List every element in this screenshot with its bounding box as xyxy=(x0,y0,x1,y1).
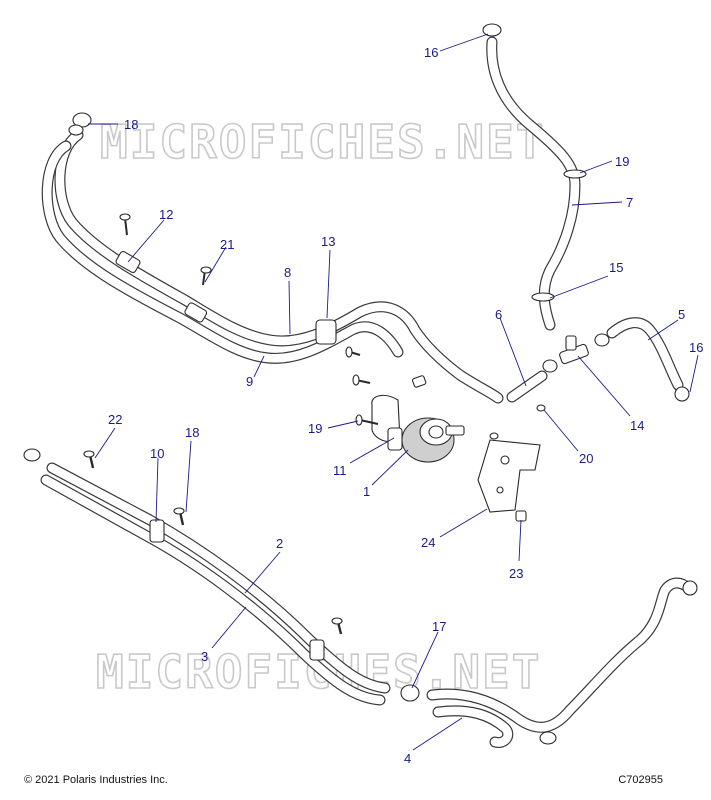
callout-4: 4 xyxy=(404,751,411,766)
pump-bracket-11 xyxy=(387,427,403,451)
copyright-text: © 2021 Polaris Industries Inc. xyxy=(24,774,168,786)
callout-8: 8 xyxy=(284,265,291,280)
hose-assembly-upper xyxy=(41,112,504,404)
callout-17: 17 xyxy=(432,619,446,634)
callout-23: 23 xyxy=(509,566,523,581)
callout-10: 10 xyxy=(150,446,164,461)
callout-5: 5 xyxy=(678,307,685,322)
callout-11: 11 xyxy=(333,463,347,478)
callout-1: 1 xyxy=(363,484,370,499)
hose-clamp-15 xyxy=(531,292,555,302)
callout-7: 7 xyxy=(626,195,633,210)
hose-assembly-lower xyxy=(23,448,420,706)
hose-clamp-18-top-b xyxy=(68,124,84,136)
watermark-top: MICROFICHES.NET xyxy=(100,115,545,169)
hose-clamp-17 xyxy=(400,684,420,702)
figure-code: C702955 xyxy=(618,774,663,786)
fastener-20 xyxy=(536,404,546,412)
screw-upper-left xyxy=(119,213,131,236)
hose-clamp-4-bottom xyxy=(539,731,557,745)
callout-12: 12 xyxy=(159,207,173,222)
callout-18-lower: 18 xyxy=(185,425,199,440)
fastener-bracket-top xyxy=(489,432,499,440)
callout-6: 6 xyxy=(495,307,502,322)
screw-pump-top xyxy=(352,374,371,386)
hose-4 xyxy=(426,577,698,748)
screw-21 xyxy=(200,266,212,286)
hose-clamp-lower-left xyxy=(23,448,41,462)
hose-clamp-13 xyxy=(315,319,337,345)
callout-19-top: 19 xyxy=(615,154,629,169)
callout-16-top: 16 xyxy=(424,45,438,60)
screw-pump-upper xyxy=(345,346,361,358)
hose-5 xyxy=(606,317,690,402)
callout-20: 20 xyxy=(579,451,593,466)
callout-21: 21 xyxy=(220,237,234,252)
hose-clamp-16-right xyxy=(674,386,690,402)
hose-clamp-16-top xyxy=(482,23,502,37)
screw-18-lower xyxy=(173,507,185,526)
callout-2: 2 xyxy=(276,536,283,551)
hose-7 xyxy=(482,23,587,331)
pump-assembly xyxy=(345,346,465,463)
callout-19-left: 19 xyxy=(308,421,322,436)
screw-19-left xyxy=(355,414,379,426)
callout-9: 9 xyxy=(246,374,253,389)
callout-13: 13 xyxy=(321,234,335,249)
leader-lines xyxy=(88,33,699,751)
callout-3: 3 xyxy=(201,649,208,664)
screw-22 xyxy=(83,450,95,469)
callout-18-top: 18 xyxy=(124,117,138,132)
callout-16-right: 16 xyxy=(689,340,703,355)
callout-15: 15 xyxy=(609,260,623,275)
callout-labels: 16 18 19 7 12 21 13 8 15 6 5 16 9 14 19 … xyxy=(108,45,703,766)
bracket-24 xyxy=(477,404,546,522)
hose-clamp-4-right xyxy=(682,580,698,596)
screw-lower-mid xyxy=(331,617,343,635)
tee-fitting-14 xyxy=(542,333,610,373)
hose-clamp-lower-mid xyxy=(309,639,325,661)
callout-14: 14 xyxy=(630,418,644,433)
hose-6 xyxy=(506,370,548,403)
nut-pump xyxy=(412,375,427,388)
nut-23 xyxy=(515,510,527,522)
hose-clamp-mid xyxy=(184,302,208,323)
callout-24: 24 xyxy=(421,535,435,550)
callout-22: 22 xyxy=(108,412,122,427)
hose-clamp-10 xyxy=(149,519,165,543)
hose-clamp-19-top xyxy=(563,169,587,179)
